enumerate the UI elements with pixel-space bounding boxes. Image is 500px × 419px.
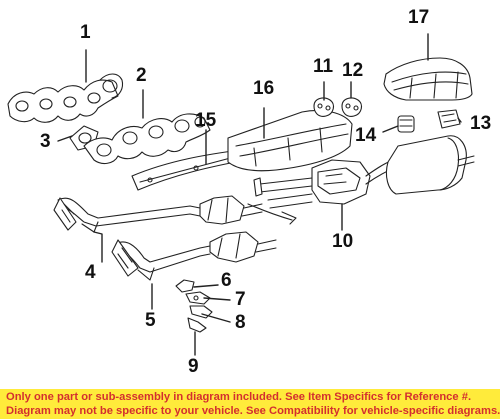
callout-7: 7 [235, 289, 246, 310]
front-exhaust-pipe-part [53, 195, 263, 233]
disclaimer-banner: Only one part or sub-assembly in diagram… [0, 389, 500, 419]
callout-1: 1 [80, 22, 91, 43]
callout-9: 9 [188, 356, 199, 377]
callout-14: 14 [355, 125, 377, 146]
callout-12: 12 [342, 60, 364, 81]
heat-shield-upper-part [227, 109, 353, 172]
exhaust-system-diagram [7, 33, 475, 356]
callout-10: 10 [332, 231, 354, 252]
front-exhaust-pipe-lower-part [111, 231, 277, 281]
exhaust-hanger-insulator-part [341, 97, 363, 117]
disclaimer-line-2: Diagram may not be specific to your vehi… [6, 405, 500, 417]
callout-5: 5 [145, 310, 156, 331]
exhaust-manifold-right-part [83, 113, 211, 165]
callout-6: 6 [221, 270, 232, 291]
heat-shield-rear-part [383, 57, 473, 101]
callout-2: 2 [136, 65, 147, 86]
disclaimer-line-1: Only one part or sub-assembly in diagram… [6, 391, 472, 403]
gasket-small-part [175, 279, 195, 293]
exhaust-mount-part [397, 115, 415, 133]
exhaust-manifold-left-part [7, 73, 124, 123]
exhaust-hanger-part [313, 97, 335, 117]
muffler-and-pipe-assembly-part [247, 135, 475, 225]
callout-16: 16 [253, 78, 275, 99]
callout-11: 11 [313, 56, 334, 77]
callout-3: 3 [40, 131, 51, 152]
callout-13: 13 [470, 113, 492, 134]
leader-lines [57, 33, 462, 356]
callout-8: 8 [235, 312, 246, 333]
hanger-bracket-part [437, 109, 461, 129]
callout-17: 17 [408, 7, 430, 28]
mounting-bolt-part [187, 317, 207, 333]
callout-4: 4 [85, 262, 96, 283]
callout-15: 15 [195, 110, 217, 131]
oxygen-sensor-bracket-part [185, 291, 211, 305]
